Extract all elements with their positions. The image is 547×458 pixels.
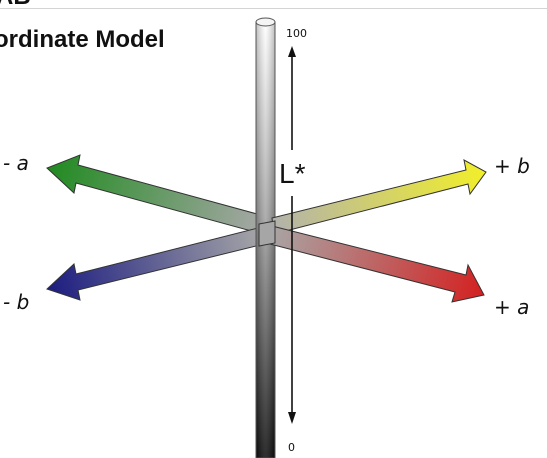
neg-b-label: - b bbox=[3, 290, 29, 314]
neg-a-label: - a bbox=[3, 151, 29, 175]
title-fragment: AB bbox=[0, 0, 31, 10]
pos-b-label: + b bbox=[494, 154, 530, 178]
l-bottom-value: 0 bbox=[288, 441, 295, 454]
l-star-label: L* bbox=[279, 158, 306, 189]
lightness-scale bbox=[288, 46, 296, 424]
l-top-value: 100 bbox=[286, 27, 307, 40]
neg-b-arrow bbox=[46, 225, 269, 301]
diagram-title: ordinate Model bbox=[0, 26, 165, 53]
header-rule bbox=[0, 8, 547, 9]
axis-junction bbox=[258, 220, 276, 247]
pos-a-arrow bbox=[269, 225, 485, 303]
pos-a-label: + a bbox=[494, 295, 529, 319]
pos-b-arrow bbox=[271, 159, 487, 235]
neg-a-arrow bbox=[46, 154, 269, 236]
